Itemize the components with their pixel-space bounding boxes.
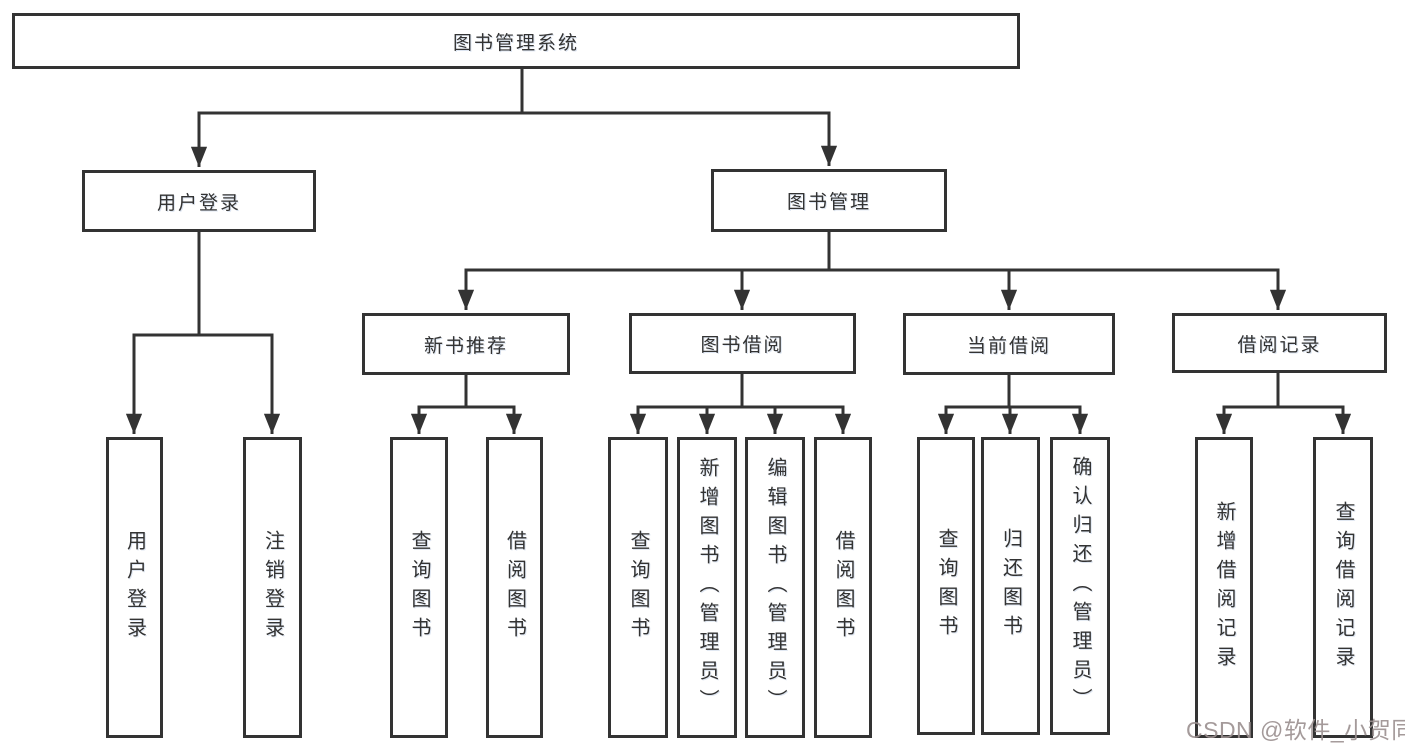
node-label: 借阅记录 bbox=[1237, 334, 1322, 356]
node-label: 确认归还（管理员） bbox=[1069, 455, 1091, 717]
connector-user-login-group bbox=[125, 232, 281, 434]
connector-root-to-level2 bbox=[190, 69, 838, 167]
leaf-add-book-admin: 新增图书（管理员） bbox=[677, 437, 737, 738]
node-label: 新增借阅记录 bbox=[1213, 500, 1235, 675]
node-label: 当前借阅 bbox=[966, 335, 1051, 357]
node-label: 编辑图书（管理员） bbox=[764, 457, 786, 718]
node-current-borrow: 当前借阅 bbox=[903, 313, 1115, 375]
node-label: 注销登录 bbox=[261, 529, 284, 646]
node-label: 借阅图书 bbox=[503, 529, 526, 646]
connector-book-mgmt-to-level3 bbox=[457, 232, 1287, 310]
node-new-book-recommend: 新书推荐 bbox=[362, 313, 570, 375]
connector-book-borrow-group bbox=[629, 373, 852, 434]
node-label: 图书借阅 bbox=[700, 335, 785, 356]
node-label: 归还图书 bbox=[999, 528, 1022, 644]
leaf-user-login: 用户登录 bbox=[106, 437, 163, 738]
leaf-query-borrow-record: 查询借阅记录 bbox=[1313, 437, 1373, 738]
node-label: 查询图书 bbox=[627, 529, 649, 646]
connector-borrow-record-group bbox=[1215, 373, 1352, 434]
node-user-login: 用户登录 bbox=[82, 170, 316, 232]
connector-new-book-group bbox=[410, 375, 523, 434]
node-label: 图书管理系统 bbox=[452, 32, 579, 54]
node-label: 借阅图书 bbox=[832, 529, 854, 646]
node-label: 用户登录 bbox=[156, 192, 241, 214]
node-library-management-system: 图书管理系统 bbox=[12, 13, 1020, 69]
leaf-edit-book-admin: 编辑图书（管理员） bbox=[745, 437, 805, 738]
csdn-watermark: CSDN @软件_小贺同学 bbox=[1186, 717, 1405, 743]
leaf-add-borrow-record: 新增借阅记录 bbox=[1195, 437, 1253, 738]
connector-current-borrow-group bbox=[937, 375, 1089, 434]
leaf-return-book: 归还图书 bbox=[981, 437, 1040, 735]
node-label: 图书管理 bbox=[786, 192, 871, 213]
node-book-borrow: 图书借阅 bbox=[629, 313, 856, 374]
leaf-query-book-2: 查询图书 bbox=[608, 437, 668, 738]
node-borrow-record: 借阅记录 bbox=[1172, 313, 1387, 373]
leaf-query-book-3: 查询图书 bbox=[917, 437, 975, 735]
node-book-management: 图书管理 bbox=[711, 169, 947, 232]
leaf-confirm-return-admin: 确认归还（管理员） bbox=[1050, 437, 1110, 735]
node-label: 用户登录 bbox=[123, 529, 146, 646]
leaf-borrow-book-1: 借阅图书 bbox=[486, 437, 543, 738]
node-label: 新书推荐 bbox=[423, 335, 508, 357]
leaf-logout: 注销登录 bbox=[243, 437, 302, 738]
leaf-borrow-book-2: 借阅图书 bbox=[814, 437, 872, 738]
node-label: 查询图书 bbox=[935, 528, 957, 644]
node-label: 新增图书（管理员） bbox=[696, 457, 718, 718]
leaf-query-book-1: 查询图书 bbox=[390, 437, 448, 738]
node-label: 查询借阅记录 bbox=[1332, 500, 1354, 675]
node-label: 查询图书 bbox=[408, 529, 430, 646]
